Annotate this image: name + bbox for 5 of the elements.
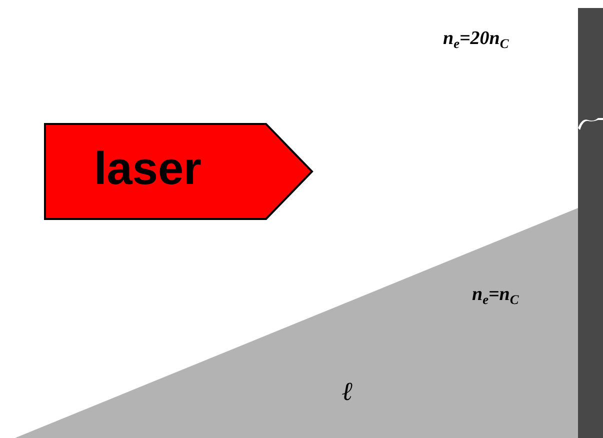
density-formula: n$_{e}$=n$_{C}$ [472, 285, 519, 308]
length-symbol: ℓ [342, 378, 354, 407]
density-formula: n$_{e}$=20n$_{C}$ [443, 29, 509, 52]
laser-arrow [44, 123, 314, 220]
laser-label: laser [94, 141, 202, 196]
